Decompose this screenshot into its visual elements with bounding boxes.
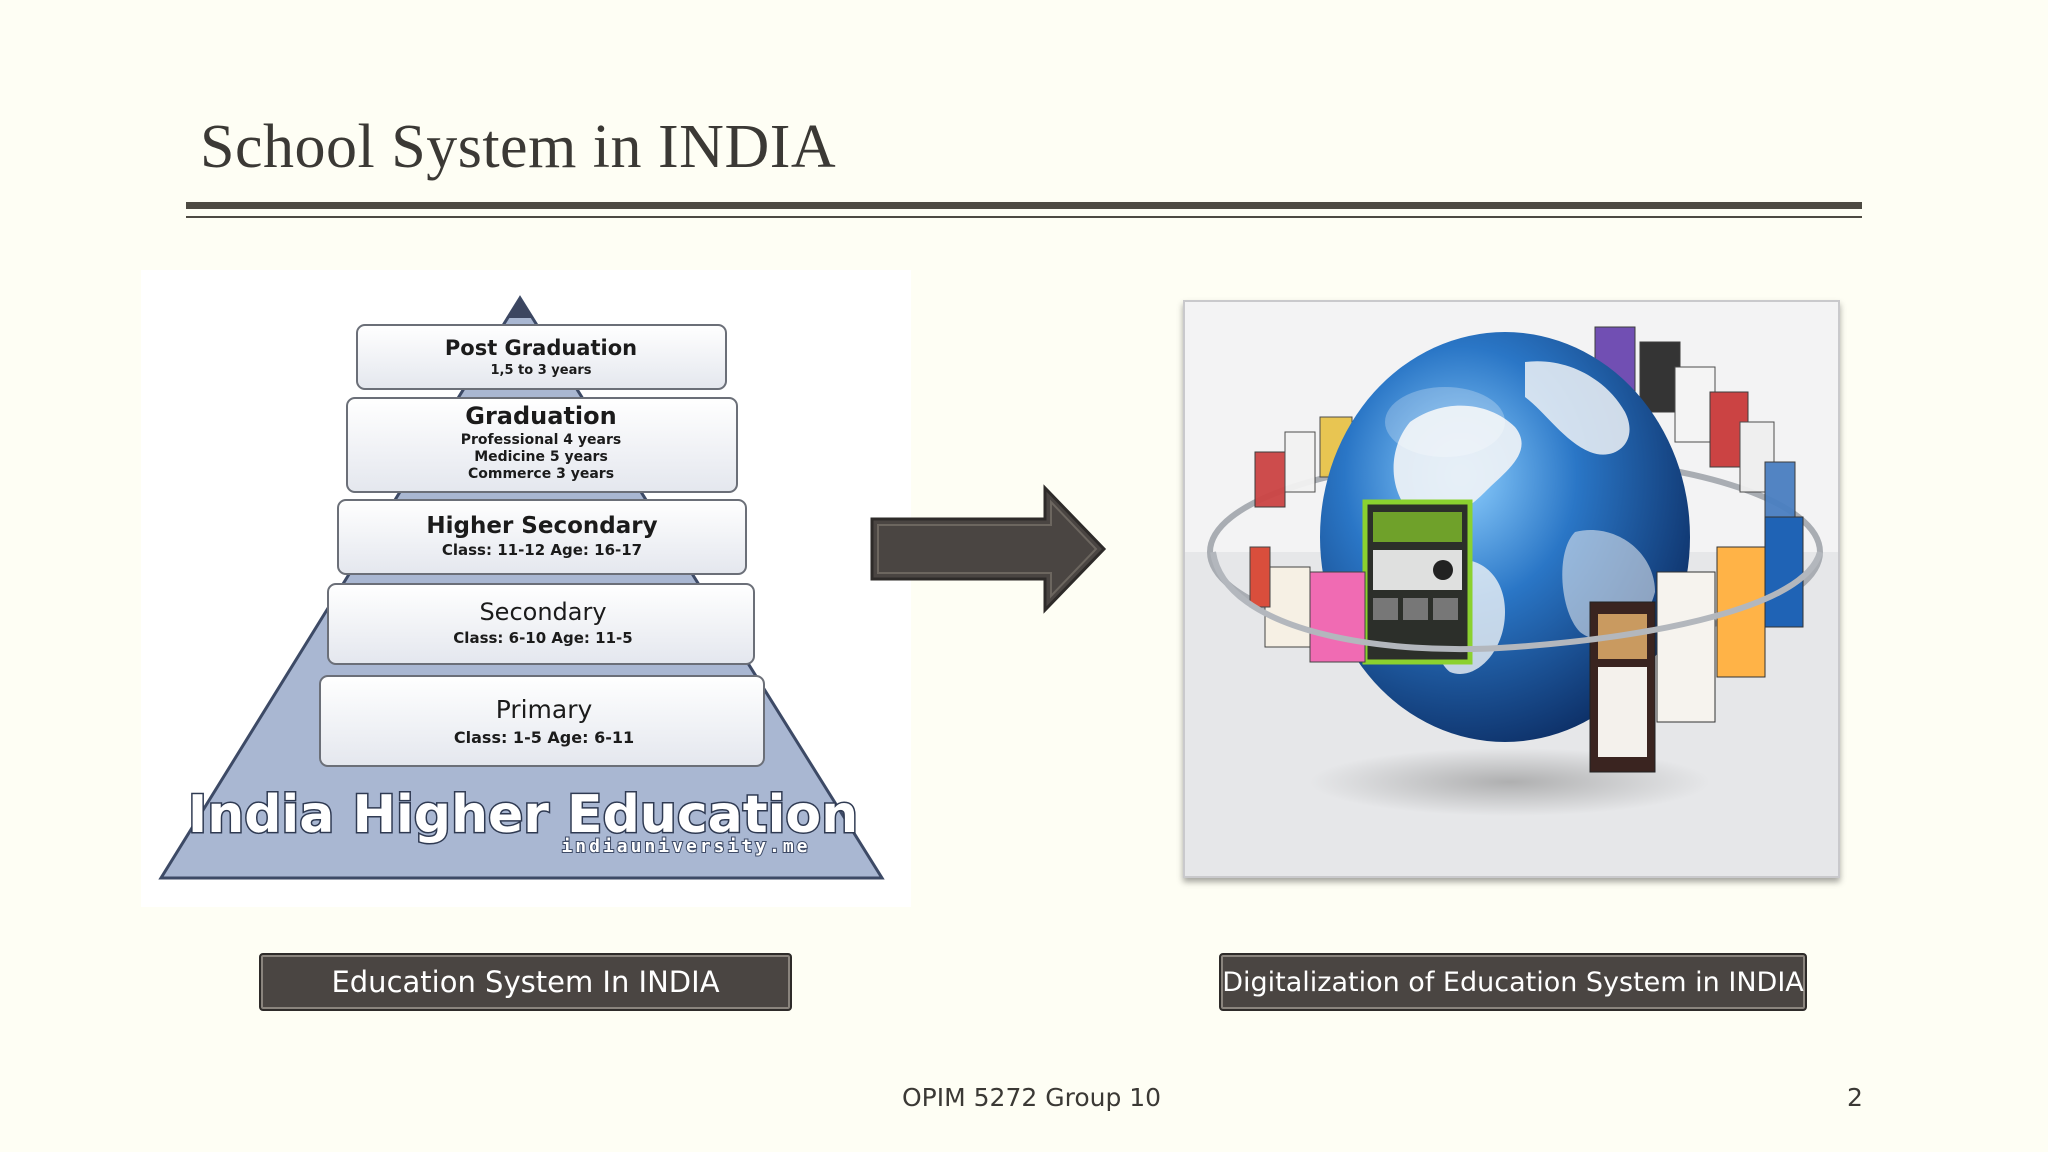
pyramid-level-higher-secondary: Higher Secondary Class: 11-12 Age: 16-17 bbox=[337, 499, 747, 575]
slide-title: School System in INDIA bbox=[200, 113, 837, 181]
level-detail: Class: 1-5 Age: 6-11 bbox=[454, 728, 634, 747]
level-detail: 1,5 to 3 years bbox=[490, 363, 591, 378]
page-number: 2 bbox=[1847, 1083, 1863, 1112]
title-rule-thick bbox=[186, 202, 1862, 209]
level-detail: Commerce 3 years bbox=[468, 466, 614, 482]
pyramid-level-post-graduation: Post Graduation 1,5 to 3 years bbox=[356, 324, 727, 390]
caption-digitalization: Digitalization of Education System in IN… bbox=[1219, 953, 1807, 1011]
pyramid-banner: India Higher Education bbox=[188, 785, 858, 845]
pyramid-level-graduation: Graduation Professional 4 years Medicine… bbox=[346, 397, 738, 493]
level-detail: Class: 6-10 Age: 11-5 bbox=[453, 629, 632, 647]
level-detail: Class: 11-12 Age: 16-17 bbox=[442, 541, 642, 559]
pyramid-watermark: indiauniversity.me bbox=[561, 836, 810, 857]
level-name: Graduation bbox=[465, 402, 616, 430]
education-pyramid-image: Post Graduation 1,5 to 3 years Graduatio… bbox=[141, 270, 911, 907]
footer-text: OPIM 5272 Group 10 bbox=[902, 1083, 1162, 1112]
right-arrow-icon bbox=[868, 484, 1108, 619]
pyramid-apex bbox=[506, 298, 534, 318]
pyramid-level-secondary: Secondary Class: 6-10 Age: 11-5 bbox=[327, 583, 755, 665]
level-name: Higher Secondary bbox=[426, 513, 657, 539]
level-name: Secondary bbox=[479, 598, 606, 626]
level-detail: Professional 4 years bbox=[461, 432, 621, 448]
pyramid-level-primary: Primary Class: 1-5 Age: 6-11 bbox=[319, 675, 765, 767]
level-detail: Medicine 5 years bbox=[474, 449, 608, 465]
pyramid-graphic: Post Graduation 1,5 to 3 years Graduatio… bbox=[158, 295, 885, 880]
globe-icon bbox=[1185, 302, 1838, 876]
level-name: Primary bbox=[496, 695, 593, 724]
level-name: Post Graduation bbox=[445, 336, 637, 360]
title-rule-thin bbox=[186, 216, 1862, 218]
globe-websites-image bbox=[1183, 300, 1840, 878]
caption-education-system: Education System In INDIA bbox=[259, 953, 792, 1011]
